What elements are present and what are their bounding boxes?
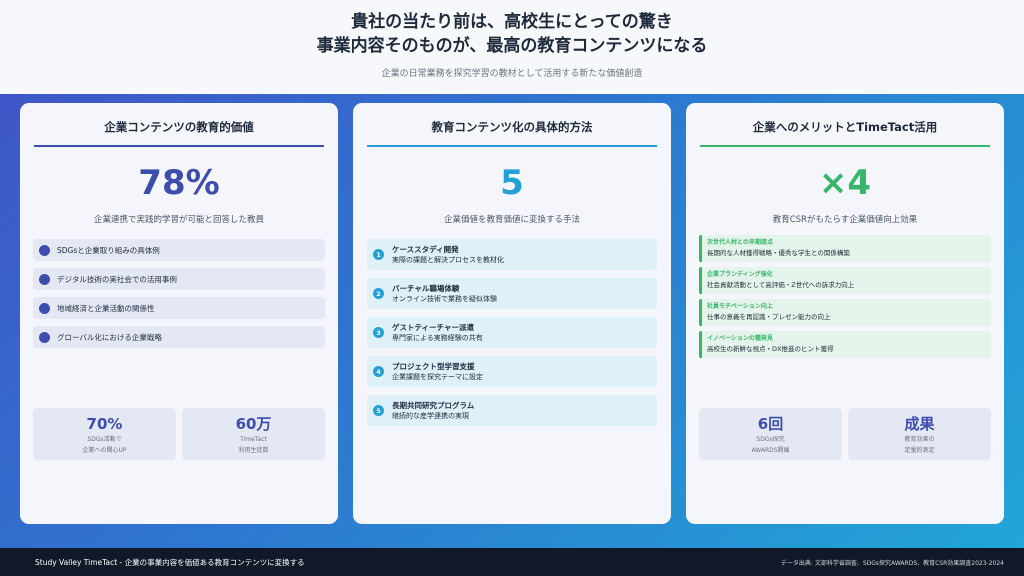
- list-item-title: イノベーションの種発見: [707, 335, 773, 342]
- list-item-title: 企業ブランディング強化: [707, 271, 773, 278]
- list-item-label: デジタル技術の実社会での活用事例: [57, 274, 177, 284]
- stat-label: 定量的測定: [904, 447, 935, 454]
- list-item: 地域経済と企業活動の関係性: [33, 297, 325, 319]
- stat-boxes: 6回 SDGs探究 AWARDS開催 成果 教育効果の 定量的測定: [699, 408, 991, 460]
- list-item: イノベーションの種発見高校生の新鮮な視点・DX推進のヒント獲得: [699, 331, 991, 358]
- stat-box: 成果 教育効果の 定量的測定: [848, 408, 991, 460]
- big-stat-value: ×4: [818, 163, 872, 203]
- list-item: グローバル化における企業戦略: [33, 326, 325, 348]
- number-badge: 2: [373, 288, 384, 299]
- list-item: 5 長期共同研究プログラム継続的な産学連携の実現: [367, 395, 657, 426]
- page-subtitle: 企業の日常業務を探究学習の教材として活用する新たな価値創造: [381, 69, 643, 79]
- header: 貴社の当たり前は、高校生にとっての驚き 事業内容そのものが、最高の教育コンテンツ…: [0, 0, 1024, 94]
- card-divider: [700, 145, 990, 147]
- big-stat-label: 教育CSRがもたらす企業価値向上効果: [772, 215, 918, 225]
- card-title: 企業コンテンツの教育的価値: [104, 120, 254, 134]
- page-title-line2: 事業内容そのものが、最高の教育コンテンツになる: [316, 36, 708, 56]
- list-item: 3 ゲストティーチャー派遣専門家による実務経験の共有: [367, 317, 657, 348]
- bullet-icon: [39, 302, 50, 314]
- list-item: SDGsと企業取り組みの具体例: [33, 239, 325, 261]
- footer-source: データ出典: 文部科学省調査、SDGs探究AWARDS、教育CSR効果調査202…: [780, 559, 1004, 567]
- stat-value: 70%: [86, 415, 123, 433]
- stat-label: SDGs探究: [756, 436, 785, 443]
- big-stat-value: 78%: [138, 163, 220, 203]
- card-educational-value: 企業コンテンツの教育的価値 78% 企業連携で実践的学習が可能と回答した教員 S…: [20, 103, 338, 524]
- stat-label: 利用生徒数: [238, 447, 269, 454]
- card-title: 教育コンテンツ化の具体的方法: [431, 120, 593, 134]
- list-item: デジタル技術の実社会での活用事例: [33, 268, 325, 290]
- big-stat-label: 企業連携で実践的学習が可能と回答した教員: [93, 215, 264, 225]
- big-stat-label: 企業価値を教育価値に変換する手法: [443, 215, 580, 225]
- list-item-label: グローバル化における企業戦略: [57, 332, 162, 342]
- list-item-title: 社員モチベーション向上: [707, 303, 773, 310]
- bullet-icon: [39, 273, 50, 285]
- number-badge: 4: [373, 366, 384, 377]
- card-title: 企業へのメリットとTimeTact活用: [752, 120, 938, 134]
- list-item-title: プロジェクト型学習支援: [392, 361, 475, 371]
- list-item: 次世代人材との早期接点長期的な人材獲得戦略・優秀な学生との関係構築: [699, 235, 991, 262]
- card-divider: [367, 145, 657, 147]
- stat-value: 6回: [757, 415, 784, 433]
- list-item-label: 地域経済と企業活動の関係性: [57, 303, 155, 313]
- stat-label: TimeTact: [240, 436, 267, 443]
- list-item-title: ゲストティーチャー派遣: [392, 322, 474, 332]
- list-item-title: ケーススタディ開発: [392, 244, 459, 254]
- stat-label: 教育効果の: [904, 436, 935, 443]
- list-item: 社員モチベーション向上仕事の意義を再認識・プレゼン能力の向上: [699, 299, 991, 326]
- list-item-title: 長期共同研究プログラム: [392, 400, 475, 410]
- benefit-list: 次世代人材との早期接点長期的な人材獲得戦略・優秀な学生との関係構築 企業ブランデ…: [699, 235, 991, 358]
- stat-boxes: 70% SDGs活動で 企業への関心UP 60万 TimeTact 利用生徒数: [33, 408, 325, 460]
- page-title-line1: 貴社の当たり前は、高校生にとっての驚き: [351, 12, 673, 32]
- list-item-desc: 社会貢献活動として高評価・Z世代への訴求力向上: [707, 281, 855, 289]
- bullet-icon: [39, 331, 50, 343]
- list-item-desc: 仕事の意義を再認識・プレゼン能力の向上: [707, 313, 831, 321]
- footer-caption: Study Valley TimeTact - 企業の事業内容を価値ある教育コン…: [35, 557, 305, 567]
- value-list: SDGsと企業取り組みの具体例 デジタル技術の実社会での活用事例 地域経済と企業…: [33, 239, 325, 348]
- list-item-desc: 高校生の新鮮な視点・DX推進のヒント獲得: [707, 345, 834, 353]
- main-panel: 企業コンテンツの教育的価値 78% 企業連携で実践的学習が可能と回答した教員 S…: [0, 94, 1024, 548]
- list-item-desc: オンライン技術で業務を疑似体験: [392, 294, 497, 303]
- stat-box: 6回 SDGs探究 AWARDS開催: [699, 408, 842, 460]
- list-item-title: バーチャル職場体験: [392, 283, 460, 293]
- card-methods: 教育コンテンツ化の具体的方法 5 企業価値を教育価値に変換する手法 1 ケースス…: [353, 103, 671, 524]
- list-item-desc: 長期的な人材獲得戦略・優秀な学生との関係構築: [707, 249, 850, 257]
- bullet-icon: [39, 244, 50, 256]
- list-item: 4 プロジェクト型学習支援企業課題を探究テーマに設定: [367, 356, 657, 387]
- big-stat-value: 5: [500, 163, 524, 203]
- list-item-desc: 企業課題を探究テーマに設定: [392, 372, 483, 381]
- stat-value: 成果: [904, 415, 935, 433]
- stat-box: 60万 TimeTact 利用生徒数: [182, 408, 325, 460]
- stat-value: 60万: [235, 415, 272, 433]
- list-item-label: SDGsと企業取り組みの具体例: [57, 245, 160, 255]
- stat-label: AWARDS開催: [751, 447, 790, 454]
- list-item: 2 バーチャル職場体験オンライン技術で業務を疑似体験: [367, 278, 657, 309]
- list-item-desc: 実際の課題と解決プロセスを教材化: [392, 255, 504, 264]
- card-benefits: 企業へのメリットとTimeTact活用 ×4 教育CSRがもたらす企業価値向上効…: [686, 103, 1004, 524]
- list-item-desc: 専門家による実務経験の共有: [392, 333, 483, 342]
- number-badge: 1: [373, 249, 384, 260]
- number-badge: 3: [373, 327, 384, 338]
- stat-label: SDGs活動で: [87, 436, 122, 443]
- stat-box: 70% SDGs活動で 企業への関心UP: [33, 408, 176, 460]
- list-item: 企業ブランディング強化社会貢献活動として高評価・Z世代への訴求力向上: [699, 267, 991, 294]
- list-item-desc: 継続的な産学連携の実現: [392, 411, 469, 420]
- stat-label: 企業への関心UP: [82, 447, 127, 454]
- list-item-title: 次世代人材との早期接点: [707, 239, 773, 246]
- list-item: 1 ケーススタディ開発実際の課題と解決プロセスを教材化: [367, 239, 657, 270]
- card-divider: [34, 145, 324, 147]
- footer: Study Valley TimeTact - 企業の事業内容を価値ある教育コン…: [0, 548, 1024, 576]
- method-list: 1 ケーススタディ開発実際の課題と解決プロセスを教材化 2 バーチャル職場体験オ…: [367, 239, 657, 426]
- number-badge: 5: [373, 405, 384, 416]
